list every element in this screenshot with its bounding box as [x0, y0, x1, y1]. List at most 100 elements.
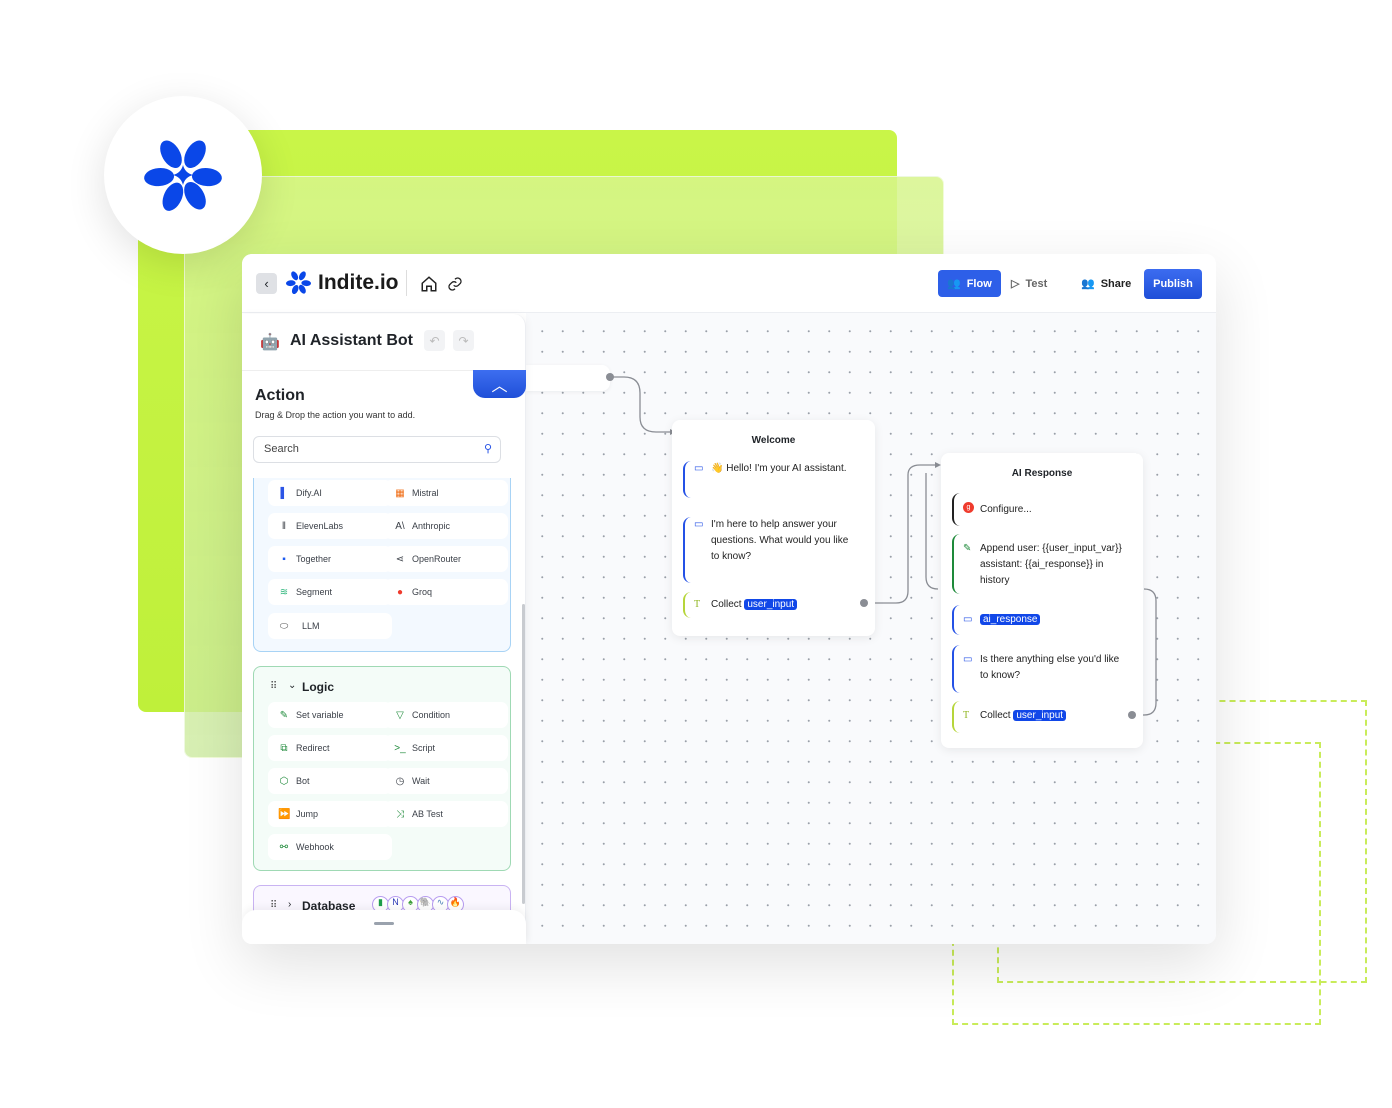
item-label: OpenRouter: [412, 554, 462, 564]
action-segment[interactable]: ≋Segment: [268, 579, 392, 605]
flow-tab[interactable]: 👥Flow: [938, 270, 1001, 297]
indite-logo-icon: [144, 140, 222, 211]
node-title: AI Response: [1011, 468, 1073, 479]
test-tab[interactable]: ▷Test: [1002, 270, 1056, 297]
database-title: Database: [302, 899, 356, 913]
action-mistral[interactable]: ▦ Mistral: [384, 480, 508, 506]
item-label: Script: [412, 743, 436, 753]
publish-button[interactable]: Publish: [1144, 269, 1202, 299]
drag-handle-icon[interactable]: ⠿: [270, 681, 278, 692]
pencil-icon: ✎: [963, 543, 972, 554]
message-text: I'm here to help answer your questions. …: [711, 519, 849, 562]
groq-icon: g: [963, 502, 974, 513]
clock-icon: ◷: [395, 775, 405, 787]
drag-handle[interactable]: [374, 922, 394, 925]
undo-button[interactable]: ↶: [424, 330, 445, 351]
item-label: Condition: [412, 710, 451, 720]
segment-icon: ≋: [279, 586, 289, 598]
chevron-left-icon: ‹: [264, 276, 269, 291]
groq-icon: ●: [396, 586, 404, 598]
chat-bubble-icon: ▭: [694, 463, 704, 474]
brand-name: Indite.io: [318, 271, 399, 294]
app-window: ‹ Indite.io 👥Flow ▷Test 👥Share Publish {…: [242, 254, 1216, 944]
play-icon: ▷: [1011, 278, 1020, 290]
append-text: Append user: {{user_input_var}} assistan…: [980, 543, 1122, 586]
users-icon: 👥: [947, 278, 961, 290]
action-together[interactable]: ▪Together: [268, 546, 392, 572]
openrouter-icon: ⋖: [395, 553, 405, 565]
drag-handle-icon[interactable]: ⠿: [270, 900, 278, 911]
logic-group: ⠿ ⌄ Logic ✎Set variable ▽Condition ⧉ Redi…: [253, 666, 511, 871]
item-label: Mistral: [412, 488, 439, 498]
action-webhook[interactable]: ⚯Webhook: [268, 834, 392, 860]
flow-canvas[interactable]: { } ··· + − Welcome ▭👋 Hello! I'm your A…: [526, 313, 1216, 944]
together-icon: ▪: [282, 553, 286, 565]
search-input[interactable]: Search⚲: [253, 436, 501, 463]
collect-label: Collect: [980, 710, 1011, 721]
search-placeholder: Search: [264, 443, 299, 455]
message-block[interactable]: ▭ ai_response: [952, 605, 1122, 635]
item-label: Redirect: [296, 743, 330, 753]
groq-configure-block[interactable]: g Configure...: [952, 493, 1122, 526]
action-wait[interactable]: ◷Wait: [384, 768, 508, 794]
action-jump[interactable]: ⏩Jump: [268, 801, 392, 827]
item-label: Dify.AI: [296, 488, 322, 498]
anthropic-icon: A\: [395, 520, 405, 532]
home-icon[interactable]: [420, 275, 438, 293]
set-variable-block[interactable]: ✎ Append user: {{user_input_var}} assista…: [952, 534, 1124, 594]
welcome-node[interactable]: Welcome ▭👋 Hello! I'm your AI assistant.…: [672, 420, 875, 636]
elevenlabs-icon: ǁ: [281, 520, 287, 532]
users-icon: 👥: [1081, 278, 1095, 290]
item-label: ElevenLabs: [296, 521, 344, 531]
redo-button[interactable]: ↷: [453, 330, 474, 351]
message-block[interactable]: ▭👋 Hello! I'm your AI assistant.: [683, 461, 853, 498]
action-elevenlabs[interactable]: ǁ ElevenLabs: [268, 513, 392, 539]
collapse-button[interactable]: ︿: [473, 370, 526, 398]
chat-bubble-icon: ▭: [694, 519, 704, 530]
action-openrouter[interactable]: ⋖ OpenRouter: [384, 546, 508, 572]
action-llm[interactable]: ⬭LLM: [268, 613, 392, 639]
sidebar-scrollbar[interactable]: [522, 604, 525, 904]
variable-tag: ai_response: [980, 614, 1041, 625]
message-block[interactable]: ▭ I'm here to help answer your questions.…: [683, 517, 853, 583]
start-node[interactable]: [526, 365, 610, 391]
action-bot[interactable]: ⬡ Bot: [268, 768, 392, 794]
robot-icon: 🤖: [260, 334, 280, 351]
link-icon[interactable]: [447, 276, 463, 292]
action-set-variable[interactable]: ✎Set variable: [268, 702, 392, 728]
external-link-icon: ⧉: [280, 742, 288, 754]
chevron-down-icon[interactable]: ⌄: [288, 680, 297, 691]
top-bar: ‹ Indite.io 👥Flow ▷Test 👥Share Publish: [242, 254, 1216, 313]
item-label: Jump: [296, 809, 319, 819]
action-ab-test[interactable]: ⤨ AB Test: [384, 801, 508, 827]
action-dify-ai[interactable]: ▌Dify.AI: [268, 480, 392, 506]
item-label: AB Test: [412, 809, 443, 819]
action-condition[interactable]: ▽Condition: [384, 702, 508, 728]
action-groq[interactable]: ● Groq: [384, 579, 508, 605]
bot-icon: ⬡: [279, 775, 289, 787]
llm-icon: ⬭: [279, 620, 289, 632]
logic-title: Logic: [302, 680, 334, 694]
back-button[interactable]: ‹: [256, 273, 277, 294]
configure-text: Configure...: [980, 504, 1032, 515]
item-label: Bot: [296, 776, 310, 786]
output-handle[interactable]: [1128, 711, 1136, 719]
chevron-right-icon[interactable]: ›: [288, 899, 292, 910]
mistral-icon: ▦: [395, 487, 405, 499]
ai-response-node[interactable]: AI Response g Configure... ✎ Append user: …: [941, 453, 1143, 748]
chat-bubble-icon: ▭: [963, 614, 973, 625]
collect-label: Collect: [711, 599, 742, 610]
action-redirect[interactable]: ⧉ Redirect: [268, 735, 392, 761]
output-handle[interactable]: [860, 599, 868, 607]
action-anthropic[interactable]: A\Anthropic: [384, 513, 508, 539]
chevron-up-icon: ︿: [491, 378, 508, 395]
action-script[interactable]: >_Script: [384, 735, 508, 761]
message-block[interactable]: ▭Is there anything else you'd like to kn…: [952, 645, 1122, 693]
item-label: Groq: [412, 587, 433, 597]
share-button[interactable]: 👥Share: [1072, 270, 1140, 297]
shuffle-icon: ⤨: [396, 808, 404, 820]
bottom-sheet: [242, 910, 526, 944]
bot-name: AI Assistant Bot: [290, 332, 413, 349]
